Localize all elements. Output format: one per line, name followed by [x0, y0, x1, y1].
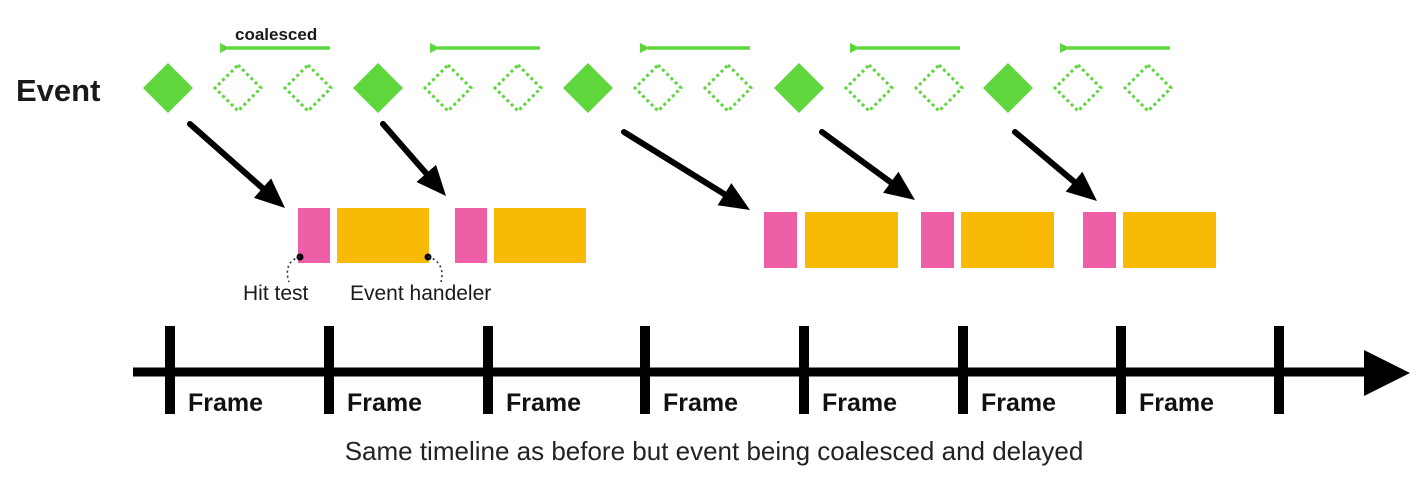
event-row-label: Event: [16, 73, 100, 108]
dispatch-arrow: [187, 121, 266, 192]
event-diamond: [353, 63, 403, 113]
event-handler-label: Event handeler: [350, 282, 491, 305]
frame-label: Frame: [663, 389, 738, 417]
event-diamond: [774, 63, 824, 113]
frame-label: Frame: [506, 389, 581, 417]
coalesced-event-diamond: [913, 62, 965, 114]
dispatch-arrowhead: [1065, 171, 1097, 201]
frame-tick: [958, 326, 968, 414]
frame-label: Frame: [981, 389, 1056, 417]
dispatch-arrowhead: [717, 183, 750, 210]
event-diamond: [983, 63, 1033, 113]
hit-test-label: Hit test: [243, 282, 309, 305]
coalesced-event-diamond: [1122, 62, 1174, 114]
hit-test-block: [1083, 212, 1116, 268]
hit-test-leader: [286, 256, 301, 283]
frame-label: Frame: [188, 389, 263, 417]
coalesced-event-diamond: [282, 62, 334, 114]
event-handler-block: [961, 212, 1054, 268]
frame-tick: [165, 326, 175, 414]
dispatch-arrow: [621, 129, 728, 198]
timeline-arrowhead: [1364, 350, 1410, 396]
dispatch-arrow: [819, 129, 894, 186]
block-annotations: Hit test Event handeler: [243, 253, 491, 305]
frame-label: Frame: [347, 389, 422, 417]
frame-timeline: Frame Frame Frame Frame Frame Frame Frame: [133, 326, 1410, 417]
event-diamond: [143, 63, 193, 113]
dispatch-arrow: [380, 121, 430, 177]
event-diamonds: [143, 62, 1174, 114]
hit-test-block: [455, 208, 487, 263]
frame-ticks: [165, 326, 1284, 414]
hit-test-block: [764, 212, 797, 268]
event-handler-block: [494, 208, 586, 263]
hit-test-block: [921, 212, 954, 268]
work-blocks: [298, 208, 1216, 268]
figure-caption: Same timeline as before but event being …: [344, 436, 1084, 466]
frame-label: Frame: [822, 389, 897, 417]
dispatch-arrowhead: [416, 164, 446, 196]
coalesced-event-diamond: [492, 62, 544, 114]
frame-labels: Frame Frame Frame Frame Frame Frame Frame: [188, 389, 1214, 417]
frame-tick: [483, 326, 493, 414]
coalesced-event-diamond: [843, 62, 895, 114]
coalesced-event-diamond: [702, 62, 754, 114]
event-diamond: [563, 63, 613, 113]
dispatch-arrowhead: [883, 171, 915, 200]
frame-tick: [1116, 326, 1126, 414]
frame-label: Frame: [1139, 389, 1214, 417]
coalesced-event-diamond: [632, 62, 684, 114]
coalesced-event-diamond: [1052, 62, 1104, 114]
frame-tick: [324, 326, 334, 414]
dispatch-arrow: [1012, 129, 1078, 185]
coalesced-label: coalesced: [235, 25, 317, 44]
frame-tick: [640, 326, 650, 414]
hit-test-block: [298, 208, 330, 263]
dispatch-arrows: [187, 121, 1097, 210]
event-handler-block: [805, 212, 898, 268]
frame-tick: [1274, 326, 1284, 414]
handler-leader: [427, 256, 443, 283]
coalesced-event-diamond: [422, 62, 474, 114]
event-handler-block: [337, 208, 429, 263]
coalesced-event-diamond: [212, 62, 264, 114]
frame-tick: [799, 326, 809, 414]
dispatch-arrowhead: [253, 178, 285, 208]
event-handler-block: [1123, 212, 1216, 268]
